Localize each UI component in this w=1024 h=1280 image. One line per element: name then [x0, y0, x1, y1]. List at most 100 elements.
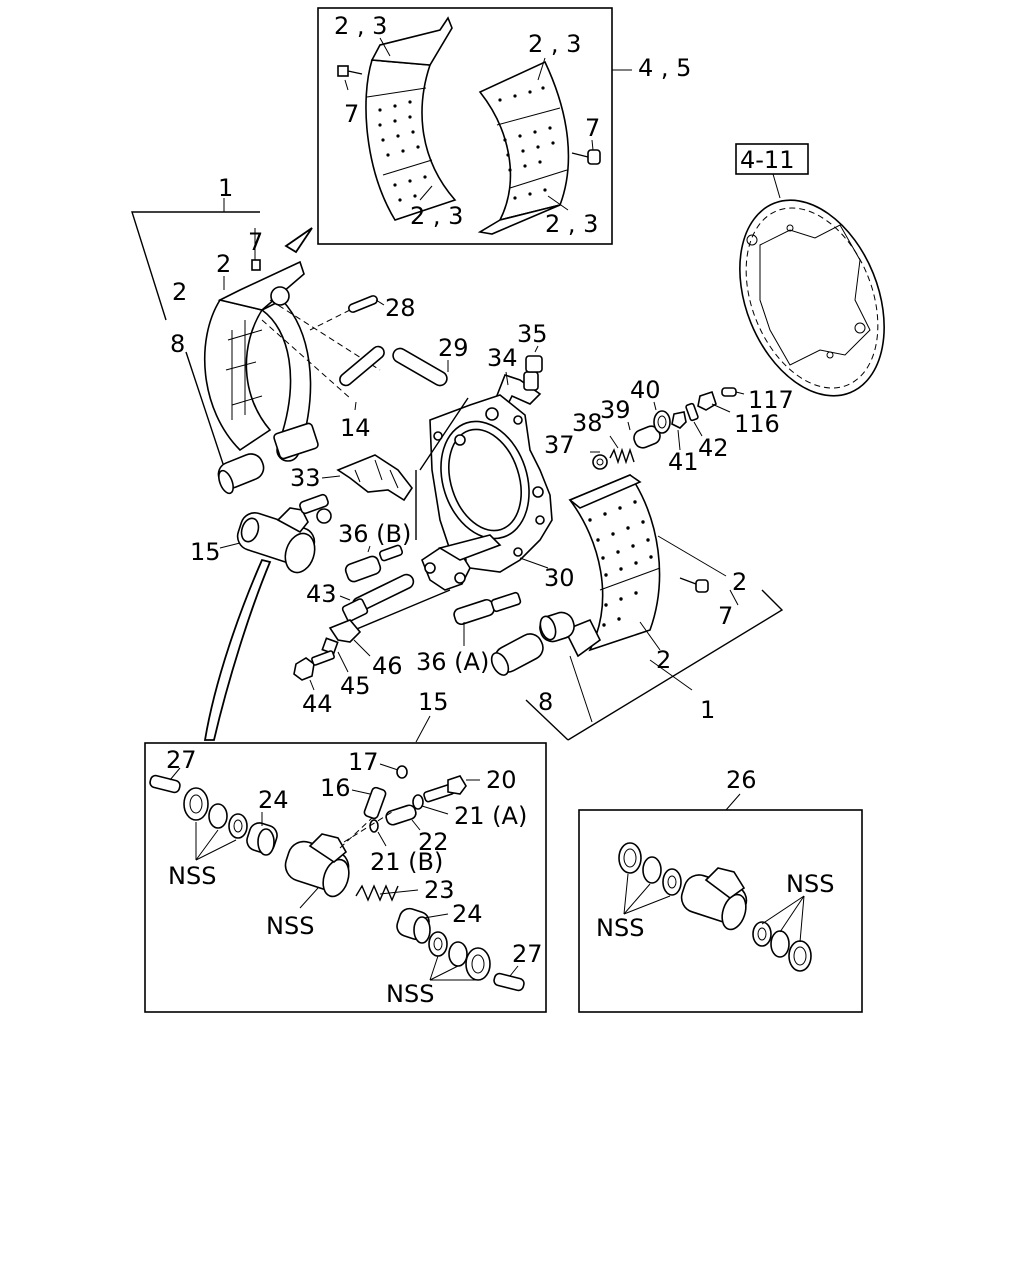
lining-left: [365, 16, 457, 221]
wheel-cylinder-15: [236, 493, 332, 574]
label-kit-nss-b: NSS: [786, 870, 834, 898]
label-left-shoe-2b: 2: [172, 278, 187, 306]
label-lining-top-right: 2 , 3: [528, 30, 581, 58]
nut-116: [697, 390, 717, 411]
cylinder-body-nss: [284, 833, 350, 898]
label-cyl-27b: 27: [512, 940, 543, 968]
bleeder-36b: [344, 544, 404, 583]
label-p36a: 36 (A): [416, 648, 489, 676]
boot-27-left: [149, 774, 181, 794]
label-p29: 29: [438, 334, 469, 362]
spring-23: [355, 884, 399, 902]
bolt-35: [523, 355, 543, 391]
spring-38: [609, 447, 635, 465]
label-p39: 39: [600, 396, 631, 424]
label-right-shoe-1: 1: [700, 696, 715, 724]
pin-42: [685, 402, 699, 422]
rivet-top-left: [337, 65, 363, 77]
gasket-21a: [412, 794, 424, 810]
pointer-arrow-top: [284, 227, 313, 254]
label-p117: 117: [748, 386, 794, 414]
cup-seals-left: [183, 787, 248, 839]
kit-seals-right: [752, 921, 812, 972]
union-22: [385, 804, 417, 826]
label-p37: 37: [544, 431, 575, 459]
label-p41: 41: [668, 448, 699, 476]
label-right-shoe-2b: 2: [656, 646, 671, 674]
label-left-shoe-2a: 2: [216, 250, 231, 278]
anchor-link: [421, 534, 502, 591]
bolt-44: [293, 650, 335, 681]
label-p33: 33: [290, 464, 321, 492]
label-left-shoe-assy: 1: [218, 174, 233, 202]
wheel-cylinder-detail-box: [144, 742, 547, 1013]
label-cyl-17: 17: [348, 748, 379, 776]
label-p28: 28: [385, 294, 416, 322]
anchor-pin-29: [392, 347, 448, 387]
right-brake-shoe: [563, 474, 661, 658]
label-lining-bottom-left: 2 , 3: [410, 202, 463, 230]
label-cyl-23: 23: [424, 876, 455, 904]
shoe-roller-left: [217, 453, 265, 495]
label-left-shoe-8: 8: [170, 330, 185, 358]
label-lining-kit: 4 , 5: [638, 54, 691, 82]
bracket-33: [336, 454, 413, 502]
kit-seals-left: [618, 842, 682, 896]
label-cyl-20: 20: [486, 766, 517, 794]
label-p43: 43: [306, 580, 337, 608]
label-p46: 46: [372, 652, 403, 680]
label-p116: 116: [734, 410, 780, 438]
bleeder-36a: [453, 591, 522, 626]
rivet-right-shoe: [679, 577, 709, 593]
label-cyl-nss-c: NSS: [386, 980, 434, 1008]
label-p40: 40: [630, 376, 661, 404]
ref-box-4-11: [735, 143, 809, 175]
detail-pointer-arrow: [203, 558, 272, 741]
label-cyl-16: 16: [320, 774, 351, 802]
label-rivet-top-right: 7: [585, 114, 600, 142]
washer-40: [653, 410, 671, 434]
label-lining-top-left: 2 , 3: [334, 12, 387, 40]
shoe-roller-right: [539, 611, 575, 643]
label-cyl-27a: 27: [166, 746, 197, 774]
ref-label-4-11: 4-11: [740, 146, 794, 174]
label-p38: 38: [572, 409, 603, 437]
hardware-37: [592, 454, 608, 470]
label-right-shoe-7: 7: [718, 602, 733, 630]
rivet-left-shoe: [251, 259, 261, 271]
piston-24-right: [396, 907, 431, 944]
rivet-top-right: [571, 149, 601, 165]
label-p42: 42: [698, 434, 729, 462]
label-kit-nss-a: NSS: [596, 914, 644, 942]
dust-shield-plate: [739, 199, 885, 397]
cup-seals-right: [428, 931, 491, 981]
label-lining-bottom-right: 2 , 3: [545, 210, 598, 238]
label-kit-26: 26: [726, 766, 757, 794]
label-p35: 35: [517, 320, 548, 348]
label-right-shoe-8: 8: [538, 688, 553, 716]
label-cyl-nss-a: NSS: [168, 862, 216, 890]
roller-8-right: [490, 633, 544, 676]
label-p14: 14: [340, 414, 371, 442]
repair-kit-box: [578, 809, 863, 1013]
label-p44: 44: [302, 690, 333, 718]
label-rivet-top-left: 7: [344, 100, 359, 128]
piston-24-left: [246, 822, 278, 856]
label-p30: 30: [544, 564, 575, 592]
shaft-43: [341, 573, 415, 622]
nut-41: [671, 411, 687, 429]
bleeder-screw-16: [363, 786, 387, 820]
pin-14: [339, 345, 385, 387]
boot-27-right: [493, 972, 525, 992]
label-p45: 45: [340, 672, 371, 700]
right-shoe-bracket: [567, 589, 784, 741]
label-cyl-21b: 21 (B): [370, 848, 443, 876]
lining-kit-box: [317, 7, 613, 245]
gasket-21b: [369, 819, 379, 833]
bolt-20: [423, 775, 467, 803]
label-cyl-21a: 21 (A): [454, 802, 527, 830]
spring-pin-28: [348, 295, 378, 313]
label-cylinder-15: 15: [418, 688, 449, 716]
